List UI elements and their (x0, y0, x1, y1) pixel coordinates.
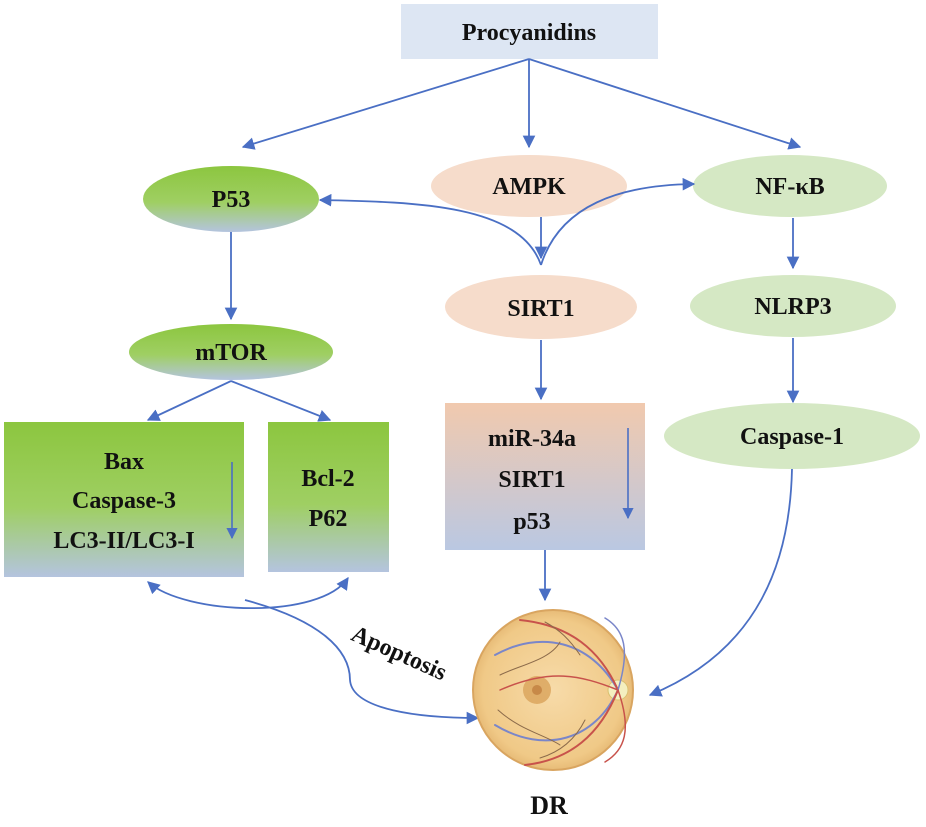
nlrp3-node (690, 275, 896, 337)
nfkb-label: NF-κB (755, 174, 824, 200)
mtor-label: mTOR (195, 340, 267, 366)
mir-line-2: SIRT1 (498, 467, 565, 493)
procyanidins-label: Procyanidins (462, 20, 596, 46)
dr-label: DR (530, 791, 568, 820)
bax-box (4, 422, 244, 577)
mtor-node (129, 324, 333, 380)
nlrp3-label: NLRP3 (754, 294, 831, 320)
ampk-node (431, 155, 627, 217)
caspase1-label: Caspase-1 (740, 424, 844, 450)
ampk-label: AMPK (492, 174, 566, 200)
arrow-mtor-bcl2 (230, 380, 332, 422)
bcl2-box (268, 422, 389, 572)
mir-box (445, 403, 645, 550)
bax-line-2: Caspase-3 (72, 488, 176, 514)
arrow-procyanidins-nfkb (528, 58, 802, 150)
p53-label: P53 (212, 187, 251, 213)
sirt1-node (445, 275, 637, 339)
bax-line-3: LC3-II/LC3-I (53, 528, 194, 554)
arrow-apoptosis-dr (244, 599, 480, 725)
arrow-sirt1-p53 (318, 193, 542, 266)
mir-line-1: miR-34a (488, 426, 576, 452)
sirt1-label: SIRT1 (507, 296, 574, 322)
arrow-mtor-bax (146, 380, 232, 421)
arrow-caspase1-dr (648, 468, 793, 697)
p53-node (143, 166, 319, 232)
nfkb-node (693, 155, 887, 217)
bcl2-line-2: P62 (309, 506, 348, 532)
bcl2-line-1: Bcl-2 (301, 466, 354, 492)
mir-line-3: p53 (513, 509, 550, 535)
arrow-sirt1-nfkb (540, 177, 696, 266)
arrow-bax-bcl2-link (147, 576, 349, 610)
procyanidins-box (401, 4, 658, 59)
bax-line-1: Bax (104, 449, 144, 475)
arrow-procyanidins-p53 (241, 58, 530, 150)
retina-illustration (472, 609, 634, 771)
caspase1-node (664, 403, 920, 469)
apoptosis-label: Apoptosis (347, 621, 450, 686)
